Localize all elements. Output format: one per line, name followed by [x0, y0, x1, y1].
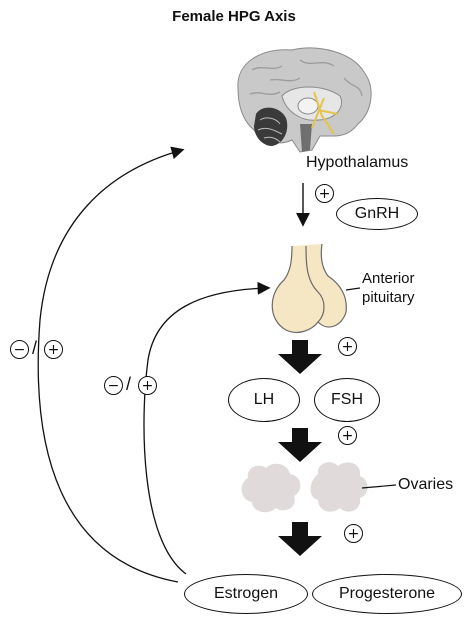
ovaries-icon [241, 462, 397, 513]
anterior-pituitary-label-line1: Anterior [362, 270, 415, 287]
thick-arrow-3 [278, 522, 322, 556]
plus-sign-gnrh: + [315, 184, 334, 203]
gnrh-hormone: GnRH [336, 198, 418, 230]
progesterone-label: Progesterone [338, 585, 436, 602]
fsh-hormone: FSH [314, 378, 380, 422]
plus-sign-ovaries: + [344, 524, 363, 543]
plus-sign-pituitary: + [338, 337, 357, 356]
anterior-pituitary-label-line2: pituitary [362, 289, 415, 306]
lh-hormone: LH [228, 378, 300, 422]
slash-inner-feedback: / [126, 374, 132, 394]
estrogen-hormone: Estrogen [184, 574, 308, 614]
feedback-arrow-hypothalamus [37, 146, 185, 583]
hypothalamus-label: Hypothalamus [306, 154, 409, 171]
minus-sign-inner-feedback: − [104, 376, 123, 395]
plus-sign-inner-feedback: + [138, 376, 157, 395]
feedback-arrow-pituitary [143, 281, 271, 575]
lh-label: LH [253, 391, 275, 408]
thick-arrow-2 [278, 428, 322, 462]
plus-sign-outer-feedback: + [44, 340, 63, 359]
thick-arrow-1 [278, 340, 322, 374]
diagram-title: Female HPG Axis [172, 8, 296, 25]
plus-sign-gonadotropins: + [338, 426, 357, 445]
estrogen-label: Estrogen [213, 585, 279, 602]
slash-outer-feedback: / [32, 338, 38, 358]
fsh-label: FSH [331, 391, 363, 408]
gnrh-label: GnRH [354, 205, 400, 222]
progesterone-hormone: Progesterone [312, 574, 462, 614]
pituitary-icon [271, 243, 361, 334]
ovaries-label: Ovaries [398, 476, 454, 493]
minus-sign-outer-feedback: − [10, 340, 29, 359]
brain-icon [237, 47, 372, 153]
